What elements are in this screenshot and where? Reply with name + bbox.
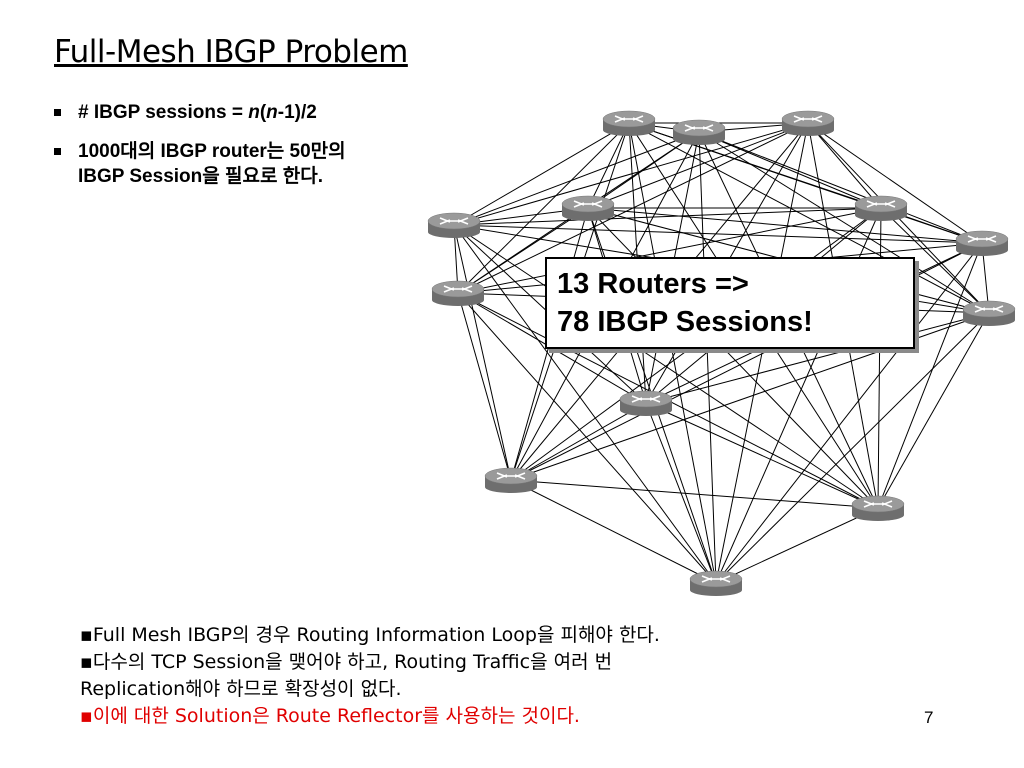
formula-suffix: -1)/2 [277,102,317,123]
ibgp-session-link [453,131,700,226]
ibgp-session-link [807,122,882,209]
callout-box: 13 Routers => 78 IBGP Sessions! [545,257,915,349]
ibgp-session-link [453,122,809,226]
router-icon [854,195,908,221]
ibgp-session-link [457,292,512,481]
ibgp-session-link [628,122,717,584]
ibgp-session-link [453,224,717,584]
ibgp-session-link [510,479,879,509]
ibgp-session-link [453,224,983,244]
ibgp-session-link [587,207,983,244]
ibgp-session-link [715,242,983,584]
bullet-list: # IBGP sessions = n(n-1)/2 1000대의 IBGP r… [54,100,474,203]
ibgp-session-link [453,207,882,226]
ibgp-session-link [807,122,983,244]
ibgp-session-link [457,207,882,294]
bullet-item-1000-routers: 1000대의 IBGP router는 50만의 IBGP Session을 필… [54,139,474,189]
formula-paren: ( [259,102,267,123]
ibgp-session-link [698,131,882,209]
square-bullet-icon [54,109,61,116]
ibgp-session-link [457,122,630,294]
ibgp-session-link [453,224,512,481]
router-icon [484,467,538,493]
router-icon [672,119,726,145]
ibgp-session-link [510,402,647,481]
ibgp-session-link [698,131,717,584]
bullet-line-1: 1000대의 IBGP router는 50만의 [78,141,346,162]
ibgp-session-link [510,479,717,584]
router-icon [781,110,835,136]
ibgp-session-link [457,292,717,584]
ibgp-session-link [587,122,809,209]
notes-block: ▪Full Mesh IBGP의 경우 Routing Information … [80,622,900,730]
formula-prefix: # IBGP sessions = [78,102,249,123]
callout-line-2: 78 IBGP Sessions! [557,306,813,338]
router-icon [619,390,673,416]
ibgp-session-link [453,224,879,509]
note-line: ▪Full Mesh IBGP의 경우 Routing Information … [80,624,660,646]
callout-line-1: 13 Routers => [557,268,749,300]
router-icon [602,110,656,136]
ibgp-session-link [715,312,990,584]
ibgp-session-link [457,207,589,294]
router-icon [689,570,743,596]
ibgp-session-link [877,242,983,509]
page-number: 7 [924,708,934,727]
ibgp-session-link [453,122,630,226]
ibgp-session-link [587,122,630,209]
ibgp-session-link [698,131,990,314]
ibgp-session-link [645,402,879,509]
router-icon [427,212,481,238]
square-bullet-icon [54,148,61,155]
bullet-item-formula: # IBGP sessions = n(n-1)/2 [54,100,474,125]
bullet-line-2: IBGP Session을 필요로 한다. [78,166,323,187]
ibgp-session-link [715,507,879,584]
note-line: Replication해야 하므로 확장성이 없다. [80,678,402,700]
note-line-solution: ▪이에 대한 Solution은 Route Reflector를 사용하는 것… [80,705,580,727]
router-icon [955,230,1009,256]
formula-n2: n [266,102,278,123]
slide-title: Full-Mesh IBGP Problem [54,34,408,70]
router-icon [851,495,905,521]
formula-n1: n [248,102,260,123]
mesh-links [453,122,990,584]
ibgp-session-link [715,122,809,584]
ibgp-session-link [880,207,990,314]
router-icon [962,300,1016,326]
ibgp-session-link [877,312,990,509]
router-icon [561,195,615,221]
ibgp-session-link [628,122,990,314]
router-nodes [427,110,1016,596]
note-line: ▪다수의 TCP Session을 맺어야 하고, Routing Traffi… [80,651,613,673]
ibgp-session-link [698,131,983,244]
ibgp-session-link [645,312,990,404]
router-icon [431,280,485,306]
